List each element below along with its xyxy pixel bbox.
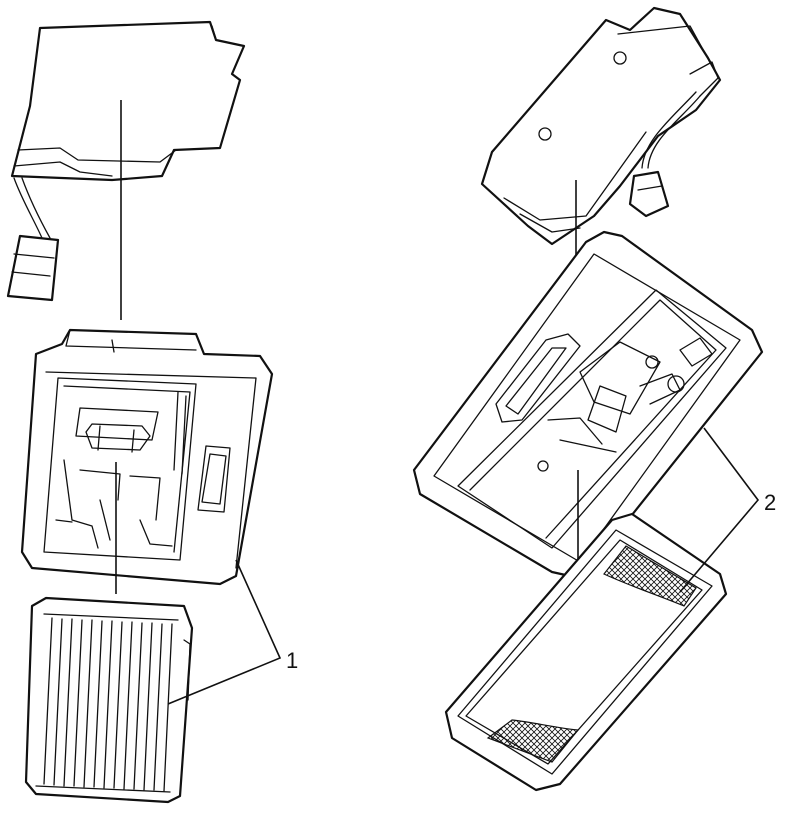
right-mount-bracket	[480, 6, 722, 262]
right-lamp-housing	[412, 230, 764, 578]
callout-2-leader	[679, 427, 760, 593]
left-lens	[24, 596, 194, 804]
right-lens	[444, 512, 728, 792]
left-reflector-plate	[10, 20, 246, 320]
callout-label-2: 2	[764, 490, 777, 515]
callout-1-leader	[167, 559, 282, 705]
callout-label-1: 1	[286, 648, 299, 673]
left-lamp-housing	[20, 328, 274, 594]
left-connector	[6, 177, 60, 302]
